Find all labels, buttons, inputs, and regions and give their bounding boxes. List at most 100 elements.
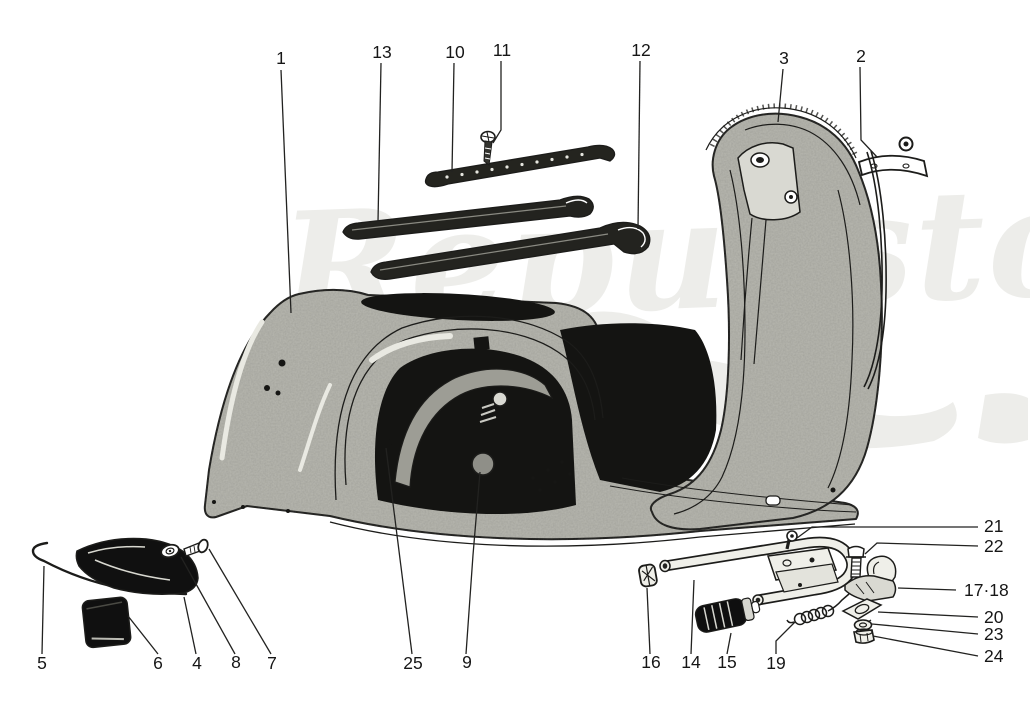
stand-bracket-hole-2 xyxy=(809,557,815,563)
left-bracket-clip xyxy=(377,438,392,449)
spring-part-19 xyxy=(786,593,850,626)
leader-line-7 xyxy=(208,548,272,655)
leader-line-13 xyxy=(377,62,382,223)
part-number-13: 13 xyxy=(372,42,391,62)
leader-line-25 xyxy=(385,447,413,655)
foot-rubber-part-15 xyxy=(694,597,761,633)
strip-12-endcap-highlight xyxy=(617,226,646,248)
arch-contour-2 xyxy=(334,315,604,501)
stand-bracket-stud xyxy=(798,583,802,587)
leader-line-8 xyxy=(180,556,236,655)
frame-inner-shadow xyxy=(560,323,717,492)
washer-hole xyxy=(903,141,909,147)
bracket-screw-center xyxy=(789,195,793,199)
part-number-7: 7 xyxy=(267,653,277,673)
part-number-14: 14 xyxy=(681,652,701,672)
panel-holes xyxy=(212,359,836,513)
floor-rail-part-12 xyxy=(370,221,651,280)
leader-line-21 xyxy=(796,526,978,539)
arch-square-hole xyxy=(473,336,490,351)
rubber-pad-part-6 xyxy=(81,596,132,649)
part-number-1: 1 xyxy=(276,48,286,68)
leader-line-1 xyxy=(280,69,292,314)
part-number-6: 6 xyxy=(153,653,163,673)
screw-part-11 xyxy=(480,130,496,166)
leader-line-4 xyxy=(183,596,197,655)
leader-line-9 xyxy=(465,471,481,655)
stand-bracket-hole-1 xyxy=(782,559,792,567)
part-number-3: 3 xyxy=(779,48,789,68)
floor-channel-opening xyxy=(361,293,555,321)
strip-13-highlight xyxy=(351,205,567,231)
part-number-22: 22 xyxy=(984,536,1003,556)
stand-bracket-lower xyxy=(775,563,839,593)
spring-washer-part-23 xyxy=(853,619,873,631)
part-number-5: 5 xyxy=(37,653,47,673)
floor-rail-strips xyxy=(342,130,651,280)
floor-sill-edge xyxy=(329,521,856,547)
screw-part-7 xyxy=(183,538,209,557)
part-number-2: 2 xyxy=(856,46,866,66)
part-number-23: 23 xyxy=(984,624,1003,644)
clamp-parts-17-18 xyxy=(844,555,897,602)
plate-part-20 xyxy=(841,598,883,620)
part-number-20: 20 xyxy=(984,607,1004,627)
frame-assembly xyxy=(203,103,883,547)
part-number-11: 11 xyxy=(493,40,511,60)
buffer-bolt-head xyxy=(492,391,508,407)
part-number-24: 24 xyxy=(984,646,1004,666)
part-number-17·18: 17·18 xyxy=(964,580,1009,600)
leader-line-22 xyxy=(864,542,979,555)
part-number-9: 9 xyxy=(462,652,472,672)
leader-line-11 xyxy=(492,61,502,144)
legshield-edge-trim xyxy=(863,150,887,390)
leader-line-23 xyxy=(871,623,979,635)
rail-crest-edge xyxy=(705,107,857,159)
wheel-arch-interior xyxy=(374,348,576,515)
stand-tube-bore-upper xyxy=(662,563,668,569)
centre-stand-group xyxy=(638,530,897,644)
floor-rail-part-13 xyxy=(342,195,594,240)
leader-line-10 xyxy=(451,62,455,173)
inner-fender xyxy=(394,368,554,488)
buffer-spring xyxy=(479,403,497,423)
leader-line-20 xyxy=(877,611,979,618)
leader-line-14 xyxy=(690,579,695,655)
rail-contours xyxy=(673,123,861,515)
leader-line-6 xyxy=(127,615,159,655)
strip-13-endcap-highlight xyxy=(565,199,588,204)
plate-screw-right xyxy=(902,163,910,169)
part-number-25: 25 xyxy=(403,653,422,673)
bolt-part-21 xyxy=(785,530,798,550)
nut-part-24 xyxy=(853,628,875,644)
rail-spine-lines xyxy=(740,217,767,365)
leader-line-24 xyxy=(872,635,979,657)
part-number-16: 16 xyxy=(641,652,660,672)
floor-ribs xyxy=(609,477,857,513)
leader-line-12 xyxy=(637,60,641,230)
part-number-19: 19 xyxy=(766,653,785,673)
floor-slot-hole xyxy=(765,495,781,506)
part-number-15: 15 xyxy=(717,652,736,672)
headset-bolt-center xyxy=(756,157,764,163)
part-number-12: 12 xyxy=(631,40,650,60)
leader-line-16 xyxy=(646,587,651,655)
screw-part-8 xyxy=(160,543,180,559)
part-number-8: 8 xyxy=(231,652,241,672)
leader-line-2 xyxy=(859,66,878,158)
arch-contour-1 xyxy=(344,328,596,486)
leader-line-5 xyxy=(41,565,45,655)
leader-line-17·18 xyxy=(897,587,957,591)
strip-12-highlight xyxy=(379,233,609,271)
leader-line-3 xyxy=(777,68,784,123)
leader-line-15 xyxy=(726,632,732,655)
part-number-21: 21 xyxy=(984,516,1003,536)
end-cap-part-16 xyxy=(638,563,658,588)
rail-rivets xyxy=(445,152,584,179)
mudflap-highlights xyxy=(87,545,171,581)
body-highlights xyxy=(219,319,453,472)
part-number-10: 10 xyxy=(445,42,465,62)
